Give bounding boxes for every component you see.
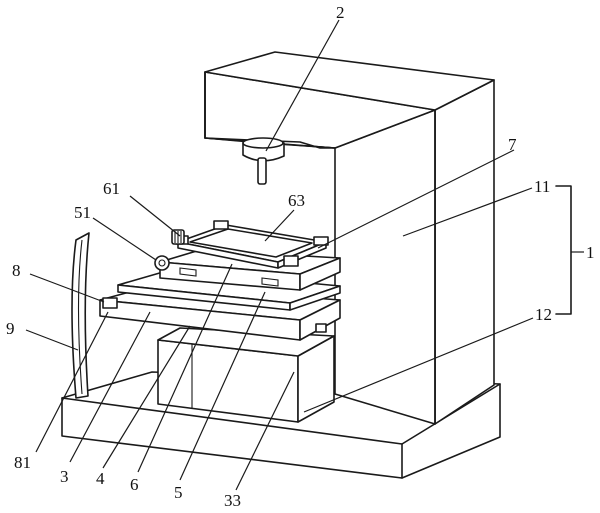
leader-lines xyxy=(25,19,534,491)
label-61: 61 xyxy=(103,179,120,198)
label-7: 7 xyxy=(508,135,517,154)
label-51: 51 xyxy=(74,203,91,222)
label-12: 12 xyxy=(535,305,552,324)
label-5: 5 xyxy=(174,483,183,502)
bracket-1 xyxy=(555,185,572,315)
label-9: 9 xyxy=(6,319,15,338)
reference-numerals: 2 7 11 1 61 63 51 8 9 12 81 3 4 6 5 33 xyxy=(6,3,595,510)
curved-guard xyxy=(71,232,90,399)
lower-box xyxy=(157,327,335,423)
side-block xyxy=(102,297,118,309)
label-63: 63 xyxy=(288,191,305,210)
label-81: 81 xyxy=(14,453,31,472)
label-33: 33 xyxy=(224,491,241,510)
label-4: 4 xyxy=(96,469,105,488)
label-3: 3 xyxy=(60,467,69,486)
machine-frame xyxy=(204,51,495,425)
label-1: 1 xyxy=(586,243,595,262)
spindle xyxy=(242,137,285,185)
fixture-frame xyxy=(175,220,329,269)
clamp-knob xyxy=(171,229,185,245)
label-8: 8 xyxy=(12,261,21,280)
adjust-knob xyxy=(154,255,170,271)
label-11: 11 xyxy=(534,177,550,196)
label-6: 6 xyxy=(130,475,139,494)
label-2: 2 xyxy=(336,3,345,22)
